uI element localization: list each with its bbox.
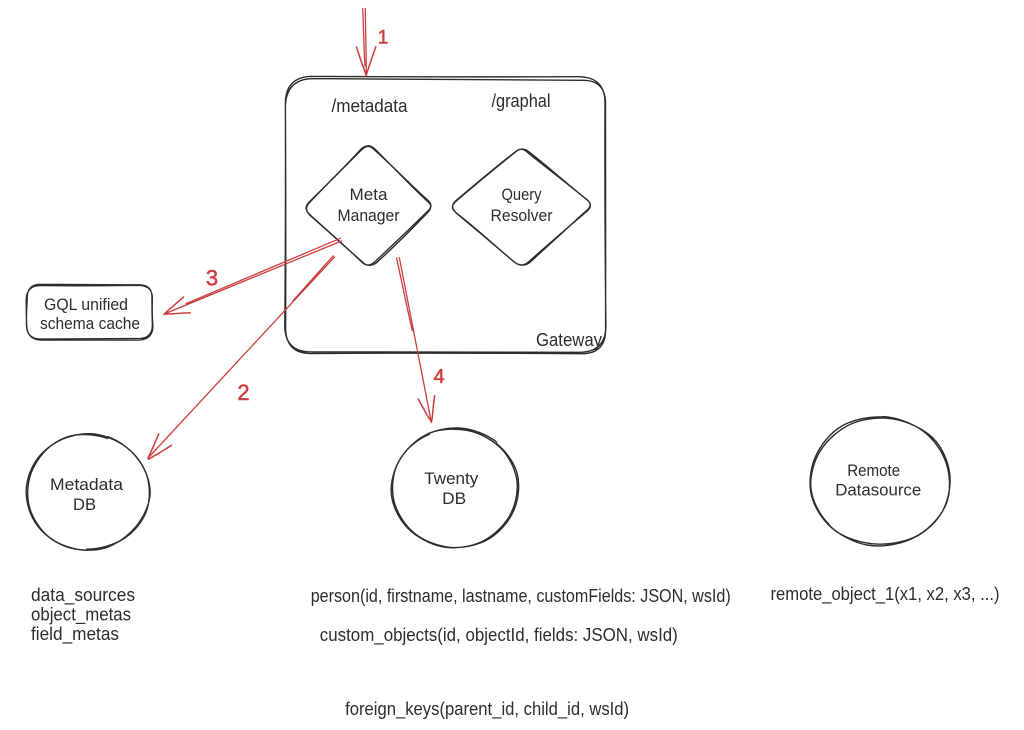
svg-text:Metadata: Metadata xyxy=(50,475,124,494)
svg-text:field_metas: field_metas xyxy=(31,624,119,645)
svg-text:object_metas: object_metas xyxy=(31,605,131,626)
svg-text:/graphal: /graphal xyxy=(492,90,551,111)
svg-text:schema cache: schema cache xyxy=(40,315,140,333)
svg-text:custom_objects(id, objectId, f: custom_objects(id, objectId, fields: JSO… xyxy=(320,624,678,646)
svg-text:2: 2 xyxy=(237,380,249,405)
svg-text:GQL unified: GQL unified xyxy=(44,296,128,314)
svg-text:DB: DB xyxy=(442,489,466,508)
svg-text:Gateway: Gateway xyxy=(536,330,602,350)
svg-text:DB: DB xyxy=(73,495,96,514)
svg-text:Meta: Meta xyxy=(350,185,389,204)
svg-text:Query: Query xyxy=(502,185,542,204)
svg-text:Remote: Remote xyxy=(847,461,900,480)
svg-text:foreign_keys(parent_id, child_: foreign_keys(parent_id, child_id, wsId) xyxy=(345,698,629,720)
svg-text:Datasource: Datasource xyxy=(835,481,921,500)
svg-text:person(id, firstname, lastname: person(id, firstname, lastname, customFi… xyxy=(311,585,731,606)
svg-text:remote_object_1(x1, x2, x3, ..: remote_object_1(x1, x2, x3, ...) xyxy=(771,584,1000,605)
svg-text:data_sources: data_sources xyxy=(31,585,135,606)
svg-text:/metadata: /metadata xyxy=(332,95,409,116)
svg-text:3: 3 xyxy=(206,266,218,291)
svg-text:Twenty: Twenty xyxy=(424,469,478,488)
svg-text:1: 1 xyxy=(378,28,389,49)
svg-text:Resolver: Resolver xyxy=(491,206,553,225)
svg-text:Manager: Manager xyxy=(338,206,400,225)
svg-text:4: 4 xyxy=(433,366,444,388)
